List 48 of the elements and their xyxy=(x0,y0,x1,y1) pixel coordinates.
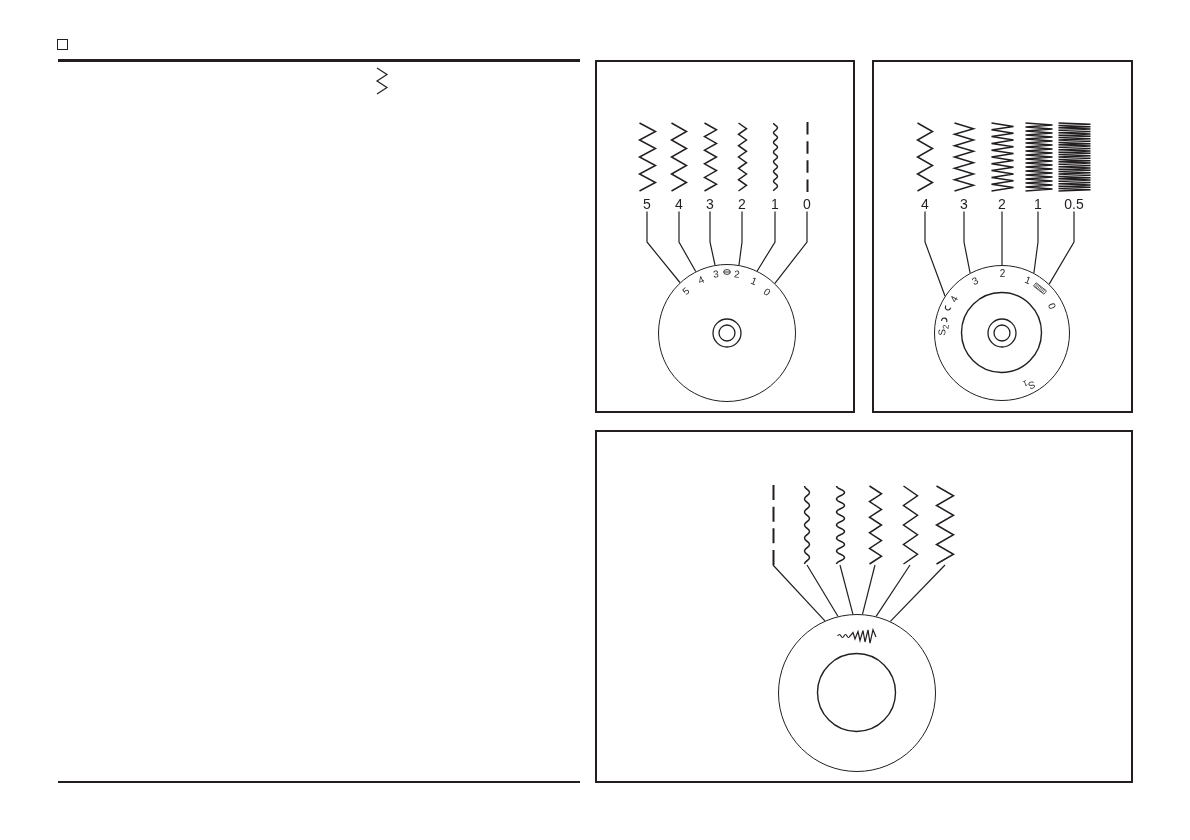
figure-panel xyxy=(595,430,1133,783)
leader-line xyxy=(1001,210,1003,266)
number-label: 3 xyxy=(706,196,714,212)
dial-marking: 2 xyxy=(733,268,741,281)
number-label: 1 xyxy=(771,196,779,212)
number-label: 0 xyxy=(803,196,811,212)
zigzag-stitch-icon xyxy=(834,485,846,565)
dial-marking: 4 xyxy=(696,274,706,287)
dial-marking: 1 xyxy=(1023,273,1033,287)
zigzag-stitch-icon xyxy=(867,485,883,565)
leader-line xyxy=(924,210,946,297)
leader-line xyxy=(756,210,776,272)
number-label: 0.5 xyxy=(1064,196,1084,212)
number-label: 4 xyxy=(675,196,683,212)
leader-line xyxy=(678,210,697,273)
figure-panel xyxy=(872,60,1133,413)
leader-line xyxy=(738,210,743,266)
zigzag-stitch-icon xyxy=(901,485,919,565)
number-label: 1 xyxy=(1034,196,1042,212)
number-label: 5 xyxy=(643,196,651,212)
leader-line xyxy=(963,210,971,274)
dial-marking: 3 xyxy=(712,268,720,281)
number-label: 3 xyxy=(960,196,968,212)
straight-stitch-icon xyxy=(770,485,776,565)
leader-line xyxy=(709,210,716,266)
dial-marking: 5 xyxy=(680,284,692,297)
dial-marking: 4 xyxy=(947,294,961,305)
leader-line xyxy=(861,564,876,615)
leader-line xyxy=(875,564,911,617)
number-label: 4 xyxy=(921,196,929,212)
number-label: 2 xyxy=(738,196,746,212)
dial-marking: 3 xyxy=(970,274,980,287)
number-label: 2 xyxy=(998,196,1006,212)
figure-panel xyxy=(595,60,855,413)
dial-marking: 1 xyxy=(749,275,759,288)
leader-line xyxy=(889,564,946,622)
leader-line xyxy=(1048,210,1075,285)
zigzag-stitch-icon xyxy=(803,485,811,565)
leader-line xyxy=(1033,210,1039,274)
zigzag-stitch-icon xyxy=(935,485,955,565)
leader-line xyxy=(839,564,854,615)
leader-line xyxy=(646,210,681,284)
dial-marking: 0 xyxy=(761,286,773,299)
dial-marking: 0 xyxy=(1045,301,1058,311)
leader-line xyxy=(772,564,826,622)
leader-line xyxy=(774,210,808,284)
dial-marking: 2 xyxy=(999,267,1006,278)
leader-line xyxy=(806,564,839,617)
